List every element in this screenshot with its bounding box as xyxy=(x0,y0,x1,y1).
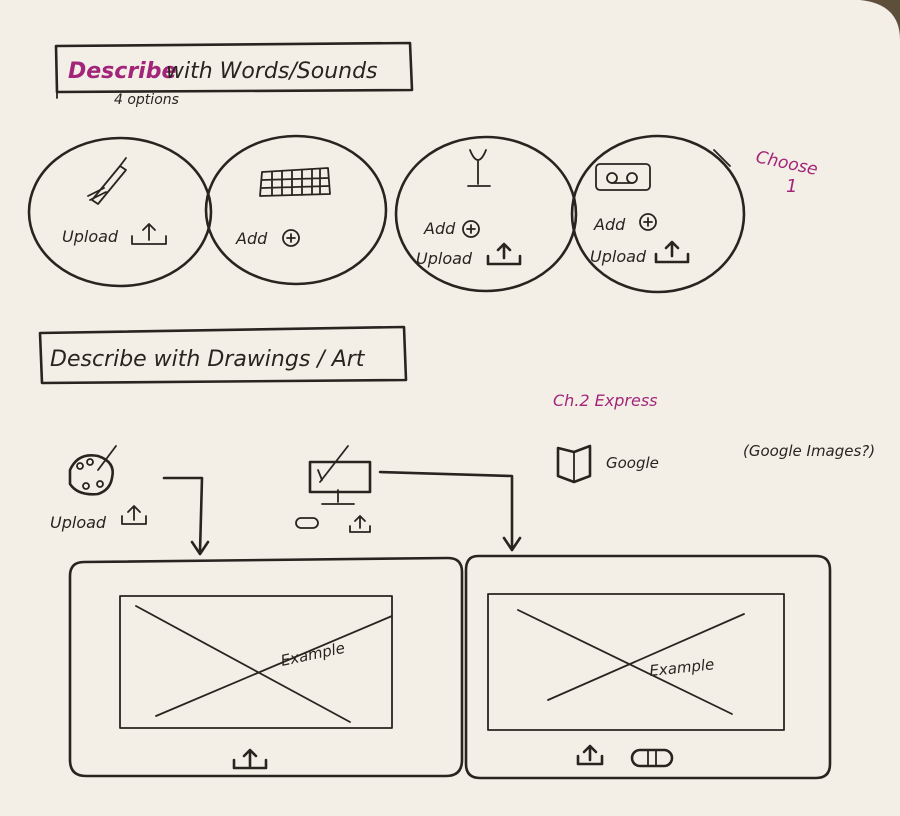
pen-icon xyxy=(87,157,127,205)
palette-icon xyxy=(68,445,117,496)
voicemail-icon xyxy=(595,163,651,191)
express-note: Ch.2 Express xyxy=(553,391,658,410)
palette-upload-label: Upload xyxy=(50,513,107,532)
section1-title-rest: with Words/Sounds xyxy=(166,59,378,84)
option-voicemail[interactable]: Add Upload xyxy=(570,134,746,294)
upload-icon xyxy=(486,242,522,266)
section2-title: Describe with Drawings / Art xyxy=(50,347,366,372)
microphone-icon xyxy=(467,149,491,187)
option2-label: Add xyxy=(235,229,268,248)
upload-icon xyxy=(121,505,147,525)
placeholder-cross xyxy=(517,609,745,715)
option-add-typed[interactable]: Add xyxy=(204,134,388,286)
upload-icon xyxy=(349,515,371,533)
upload-artwork-option[interactable]: Upload xyxy=(50,445,147,532)
option-upload-text[interactable]: Upload xyxy=(27,136,213,288)
voicemail-icon[interactable] xyxy=(630,748,674,768)
placeholder-cross xyxy=(135,605,393,723)
google-label: Google xyxy=(606,454,659,472)
google-images-note: (Google Images?) xyxy=(743,442,875,460)
add-icon xyxy=(282,229,300,247)
draw-tablet-option[interactable] xyxy=(295,445,372,533)
book-icon xyxy=(556,444,592,484)
upload-icon[interactable] xyxy=(232,748,268,770)
arrow-to-panel2 xyxy=(378,470,522,552)
google-search-option[interactable]: Google xyxy=(556,444,659,484)
voicemail-icon xyxy=(295,517,319,529)
option3-line1: Add xyxy=(423,219,456,238)
circle-mark xyxy=(713,149,731,167)
add-icon xyxy=(639,213,657,231)
section1-title-highlight: Describe xyxy=(68,59,176,84)
arrow-to-panel1 xyxy=(162,476,210,556)
drawing-panel-2[interactable]: Example xyxy=(464,554,832,780)
upload-icon xyxy=(131,223,167,245)
image-placeholder xyxy=(487,593,785,731)
section1-title-box: Describe with Words/Sounds xyxy=(54,41,414,99)
section2-title-box: Describe with Drawings / Art xyxy=(38,325,408,385)
keyboard-icon xyxy=(259,167,331,197)
paper-corner xyxy=(860,0,900,40)
upload-icon xyxy=(654,240,690,264)
image-placeholder xyxy=(119,595,393,729)
drawing-tablet-icon xyxy=(308,445,372,505)
option1-label: Upload xyxy=(62,227,119,246)
choose-note-line2: 1 xyxy=(786,176,797,197)
add-icon xyxy=(462,220,480,238)
option3-line2: Upload xyxy=(416,249,473,268)
option4-line2: Upload xyxy=(590,247,647,266)
option-record-audio[interactable]: Add Upload xyxy=(394,135,578,293)
option4-line1: Add xyxy=(593,215,626,234)
upload-icon[interactable] xyxy=(576,744,604,766)
section1-subtitle: 4 options xyxy=(114,92,179,108)
